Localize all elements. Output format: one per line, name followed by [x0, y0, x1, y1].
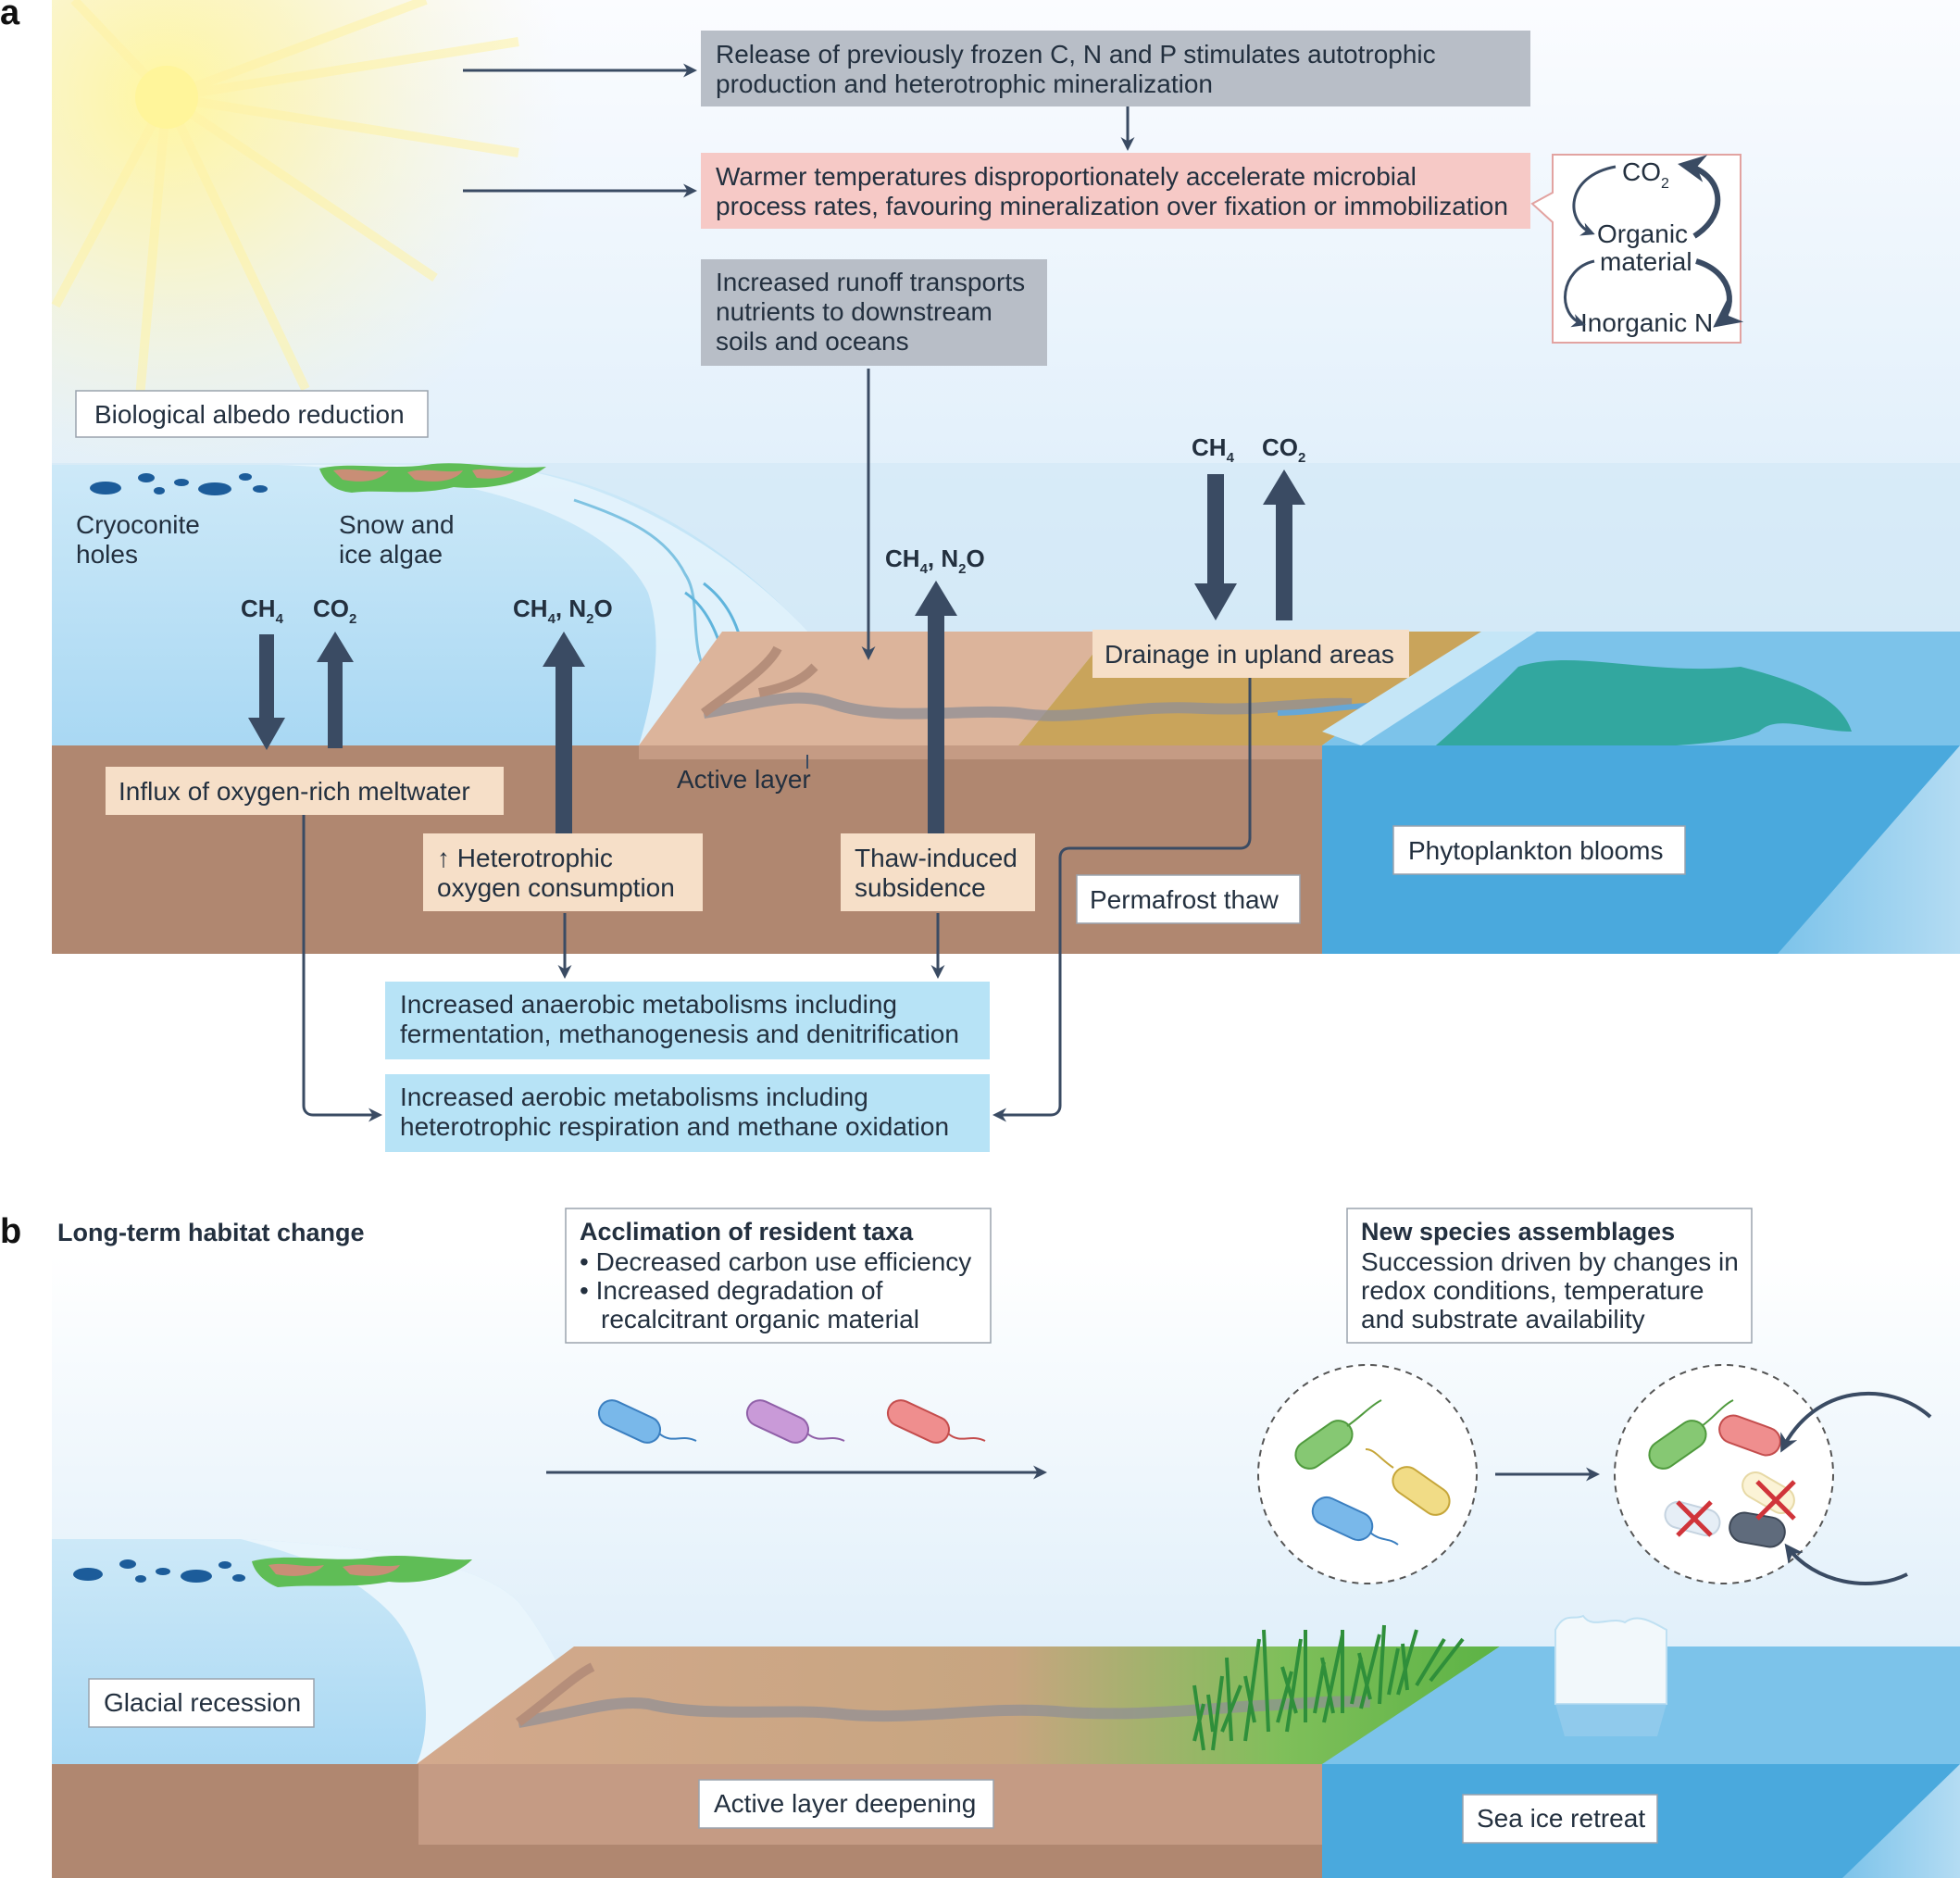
cycle-organic-1: Organic [1597, 219, 1688, 248]
gas-ch4-n2o-left: CH4, N2O [513, 595, 613, 627]
warmer-text-1: Warmer temperatures disproportionately a… [716, 162, 1417, 191]
phyto-text: Phytoplankton blooms [1408, 836, 1664, 865]
extinct-cross-icon-2 [1676, 1500, 1713, 1537]
assemblages-line-3: and substrate availability [1361, 1305, 1645, 1333]
ice-algae-b-icon [252, 1556, 472, 1587]
co2-up-arrow-left [317, 632, 354, 748]
assemblages-title: New species assemblages [1361, 1218, 1675, 1246]
algae-label-1: Snow and [339, 510, 455, 539]
influx-text: Influx of oxygen-rich meltwater [119, 777, 470, 806]
warmer-box: Warmer temperatures disproportionately a… [701, 153, 1530, 229]
nutrient-cycle-box: CO2 Organic material Inorganic N [1530, 154, 1744, 344]
acclimation-title: Acclimation of resident taxa [580, 1218, 914, 1246]
glacier-a [52, 465, 815, 745]
active-layer-label: Active layer [677, 765, 811, 794]
panel-b-label: b [0, 1212, 21, 1251]
influx-box: Influx of oxygen-rich meltwater [106, 767, 504, 815]
acclimation-bullet-2b: recalcitrant organic material [601, 1305, 919, 1333]
ch4-down-arrow-left [248, 634, 285, 750]
acclimation-box: Acclimation of resident taxa • Decreased… [565, 1208, 992, 1344]
permafrost-text: Permafrost thaw [1090, 885, 1280, 914]
seaice-box: Sea ice retreat [1462, 1794, 1658, 1844]
runoff-text-3: soils and oceans [716, 327, 909, 356]
gas-co2-left: CO2 [313, 595, 356, 627]
sea-a [1322, 632, 1960, 954]
cycle-inorganic: Inorganic N [1580, 308, 1713, 337]
community-before-icon [1257, 1364, 1478, 1584]
thaw-box: Thaw-induced subsidence [841, 833, 1035, 911]
co2-up-arrow-right [1263, 470, 1305, 620]
assemblages-box: New species assemblages Succession drive… [1346, 1208, 1753, 1344]
algae-label-2: ice algae [339, 540, 443, 569]
ice-algae-icon [319, 463, 546, 493]
cycle-organic-2: material [1600, 247, 1692, 276]
panel-b-title: Long-term habitat change [57, 1219, 365, 1246]
immigration-arrow-top [1780, 1391, 1932, 1453]
assemblages-line-1: Succession driven by changes in [1361, 1247, 1739, 1276]
cryoconite-holes-icon [90, 473, 268, 495]
release-text-1: Release of previously frozen C, N and P … [716, 40, 1436, 69]
flux-arrows [248, 470, 1305, 833]
glacial-text: Glacial recession [104, 1688, 301, 1717]
runoff-text-2: nutrients to downstream [716, 297, 992, 326]
deepening-text: Active layer deepening [714, 1789, 976, 1818]
cryoconite-label-1: Cryoconite [76, 510, 200, 539]
anaerobic-box: Increased anaerobic metabolisms includin… [385, 982, 990, 1059]
extinct-cross-icon [1755, 1480, 1796, 1521]
acclimation-bullet-1: • Decreased carbon use efficiency [580, 1247, 971, 1276]
cycle-co2: CO2 [1622, 157, 1669, 192]
glacial-box: Glacial recession [88, 1678, 315, 1728]
aerobic-box: Increased aerobic metabolisms including … [385, 1074, 990, 1152]
warmer-text-2: process rates, favouring mineralization … [716, 192, 1508, 220]
immigration-arrow-bottom [1784, 1543, 1908, 1585]
gas-ch4-left: CH4 [241, 595, 284, 627]
albedo-text: Biological albedo reduction [94, 400, 405, 429]
panel-a-label: a [0, 0, 20, 32]
albedo-box: Biological albedo reduction [75, 390, 429, 438]
seaice-text: Sea ice retreat [1477, 1804, 1645, 1833]
permafrost-box: Permafrost thaw [1076, 874, 1301, 924]
runoff-box: Increased runoff transports nutrients to… [701, 259, 1047, 366]
sea-ice-icon [1554, 1614, 1667, 1736]
gas-co2-right: CO2 [1262, 433, 1305, 466]
cryoconite-holes-b-icon [73, 1559, 245, 1583]
anaerobic-text-1: Increased anaerobic metabolisms includin… [400, 990, 897, 1019]
hetero-text-1: ↑ Heterotrophic [437, 844, 613, 872]
gas-labels: CH4 CO2 CH4, N2O CH4, N2O CH4 CO2 [241, 433, 1305, 627]
thaw-text-1: Thaw-induced [855, 844, 1017, 872]
assemblages-line-2: redox conditions, temperature [1361, 1276, 1704, 1305]
gas-ch4-n2o-mid: CH4, N2O [885, 545, 985, 577]
thaw-text-2: subsidence [855, 873, 986, 902]
runoff-text-1: Increased runoff transports [716, 268, 1025, 296]
ch4-n2o-up-arrow-mid [915, 581, 957, 833]
community-after-icon [1614, 1364, 1834, 1584]
cryoconite-label-2: holes [76, 540, 138, 569]
aerobic-text-1: Increased aerobic metabolisms including [400, 1083, 868, 1111]
release-box: Release of previously frozen C, N and P … [701, 31, 1530, 106]
heterotrophic-box: ↑ Heterotrophic oxygen consumption [423, 833, 703, 911]
ch4-down-arrow-right [1194, 474, 1237, 620]
grass-icon [1192, 1624, 1465, 1751]
ch4-n2o-up-arrow-left [543, 632, 585, 833]
drainage-text: Drainage in upland areas [1105, 640, 1394, 669]
phytoplankton-box: Phytoplankton blooms [1392, 825, 1686, 875]
resident-bacteria-icons [597, 1399, 986, 1444]
deepening-box: Active layer deepening [698, 1779, 994, 1829]
anaerobic-text-2: fermentation, methanogenesis and denitri… [400, 1020, 959, 1048]
gas-ch4-right: CH4 [1192, 433, 1235, 466]
aerobic-text-2: heterotrophic respiration and methane ox… [400, 1112, 949, 1141]
release-text-2: production and heterotrophic mineralizat… [716, 69, 1213, 98]
connector-arrows [302, 678, 1252, 1122]
acclimation-bullet-2: • Increased degradation of [580, 1276, 883, 1305]
hetero-text-2: oxygen consumption [437, 873, 675, 902]
drainage-box: Drainage in upland areas [1092, 630, 1409, 678]
